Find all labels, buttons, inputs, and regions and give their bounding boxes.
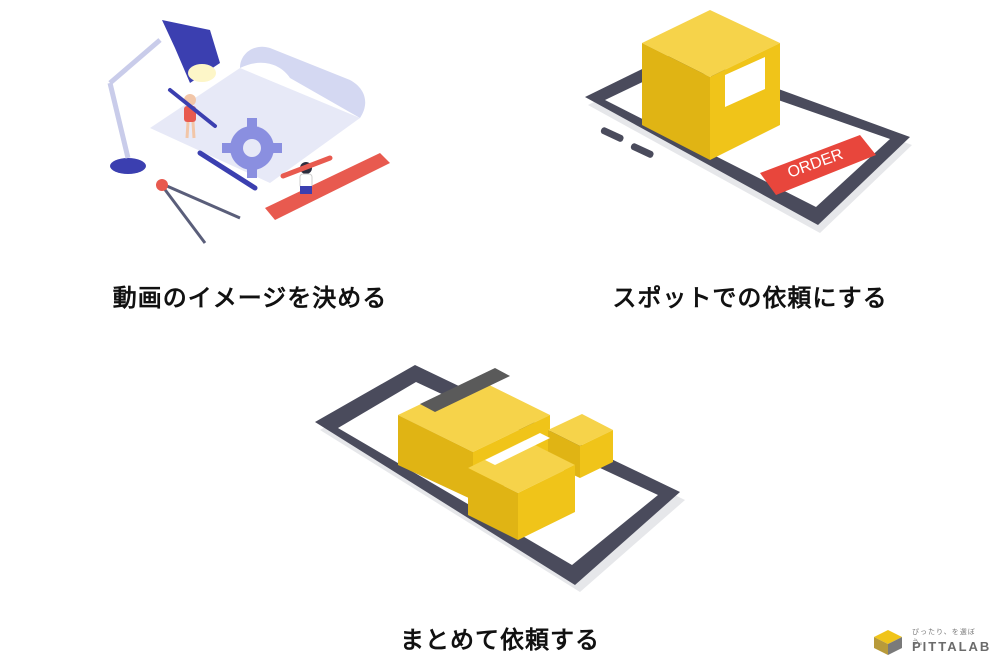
bulk-scene-svg (315, 365, 685, 592)
lamp-bulb (188, 64, 216, 82)
lamp-arm-2 (108, 38, 162, 85)
person-right (280, 155, 333, 194)
small-box-right (580, 430, 613, 478)
brand-mark-icon (874, 630, 902, 655)
person-left (168, 88, 217, 139)
phone-side-button-1 (338, 456, 362, 471)
front-box-tape (485, 433, 550, 465)
ruler (265, 153, 390, 220)
front-box-top (468, 440, 575, 493)
design-illustration (90, 8, 410, 253)
phone-side-button-1 (600, 127, 624, 142)
compass-hinge (156, 179, 168, 191)
big-box-left (398, 415, 473, 500)
phone-side-button-2 (368, 474, 392, 489)
gear-icon (222, 118, 282, 178)
caption-bulk: まとめて依頼する (400, 626, 600, 654)
small-box-top (548, 414, 613, 446)
phone-side-button-2 (630, 143, 654, 158)
blueprint-roll (240, 46, 366, 118)
brand-logo: ぴったり、を選ぼう。 PITTALAB (870, 625, 990, 659)
front-box-right (518, 465, 575, 540)
bulk-order-illustration (310, 360, 690, 600)
lamp-arm-1 (107, 82, 131, 159)
brand-name: PITTALAB (912, 639, 992, 654)
caption-spot: スポットでの依頼にする (612, 284, 888, 312)
pencil (197, 150, 258, 191)
big-box-tape (420, 368, 510, 412)
box-left (642, 43, 710, 160)
big-box-top (398, 378, 550, 452)
design-scene-svg (107, 20, 390, 244)
brand-tagline: ぴったり、を選ぼう。 (912, 628, 976, 646)
spot-order-illustration: ORDER (580, 5, 920, 245)
box-label (725, 57, 765, 107)
lamp-base (110, 158, 146, 174)
spot-scene-svg: ORDER (585, 10, 912, 233)
caption-design: 動画のイメージを決める (112, 284, 388, 312)
front-box-left (468, 468, 518, 540)
compass-leg-2 (159, 181, 241, 220)
order-button-shape (760, 135, 876, 195)
compass-leg-1 (158, 182, 207, 244)
